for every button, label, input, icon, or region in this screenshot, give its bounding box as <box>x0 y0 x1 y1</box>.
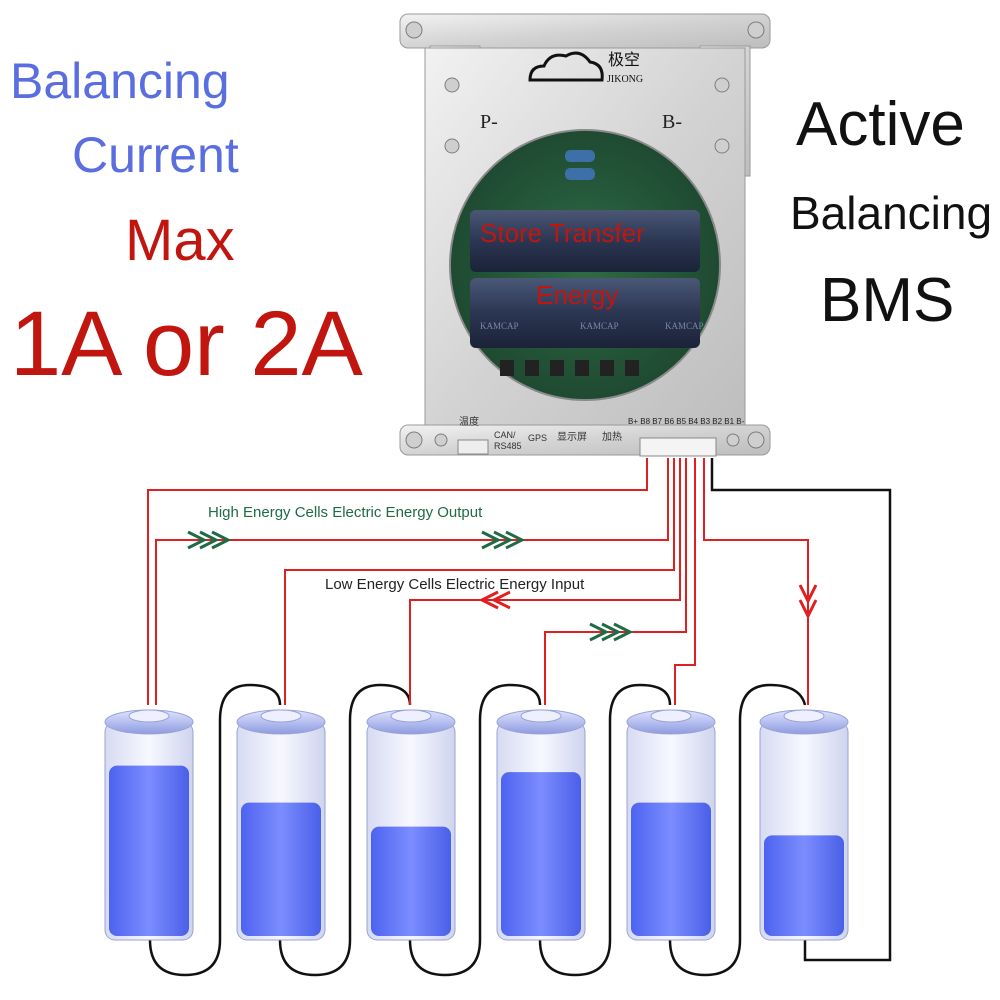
headline-current: Current <box>72 127 239 183</box>
cell-charge-level-5 <box>631 802 711 936</box>
series-links <box>148 458 892 977</box>
balance-header-pins: B+ B8 B7 B6 B5 B4 B3 B2 B1 B- <box>628 417 745 426</box>
port-gps: GPS <box>528 433 548 443</box>
headline-current-value: 1A or 2A <box>10 293 363 395</box>
input-flow-label: Low Energy Cells Electric Energy Input <box>325 576 585 593</box>
headline-max: Max <box>125 208 235 273</box>
battery-cell-6 <box>759 709 849 941</box>
brand-label: JIKONG <box>607 74 644 85</box>
terminal-b-minus: B- <box>662 111 682 133</box>
capacitor-mark-1: KAMCAP <box>480 321 519 331</box>
port-can-rs485: CAN/ RS485 <box>494 430 522 451</box>
battery-cell-5 <box>626 709 716 941</box>
cloud-logo-icon <box>528 51 604 82</box>
battery-cell-1 <box>104 709 194 941</box>
battery-cell-4 <box>496 709 586 941</box>
brand-cn-label: 极空 <box>608 50 641 69</box>
capacitor-mark-3: KAMCAP <box>665 321 704 331</box>
arrow-input-icon <box>478 590 511 610</box>
cell-charge-level-2 <box>241 802 321 936</box>
overlay-store-transfer: Store Transfer <box>480 218 645 248</box>
output-flow-label: High Energy Cells Electric Energy Output <box>208 504 483 521</box>
balance-wires <box>147 458 809 705</box>
overlay-energy: Energy <box>536 280 619 310</box>
arrow-down-icon <box>798 584 818 620</box>
headline-balancing-right: Balancing <box>790 187 993 239</box>
cell-charge-level-4 <box>501 772 581 936</box>
battery-cells <box>104 709 849 941</box>
port-display: 显示屏 <box>557 432 587 443</box>
headline-active: Active <box>796 90 965 159</box>
capacitor-mark-2: KAMCAP <box>580 321 619 331</box>
port-temp: 温度 <box>459 417 479 428</box>
cell-charge-level-1 <box>109 765 189 936</box>
arrow-output-1-icon <box>187 530 232 550</box>
port-heating: 加热 <box>602 432 622 443</box>
cell-charge-level-6 <box>764 835 844 936</box>
battery-cell-2 <box>236 709 326 941</box>
arrow-output-2-icon <box>481 530 526 550</box>
terminal-p-minus: P- <box>480 111 498 133</box>
cell-charge-level-3 <box>371 826 451 936</box>
battery-cell-3 <box>366 709 456 941</box>
headline-bms: BMS <box>820 266 955 335</box>
headline-balancing: Balancing <box>10 53 230 109</box>
arrow-output-3-icon <box>589 622 634 642</box>
